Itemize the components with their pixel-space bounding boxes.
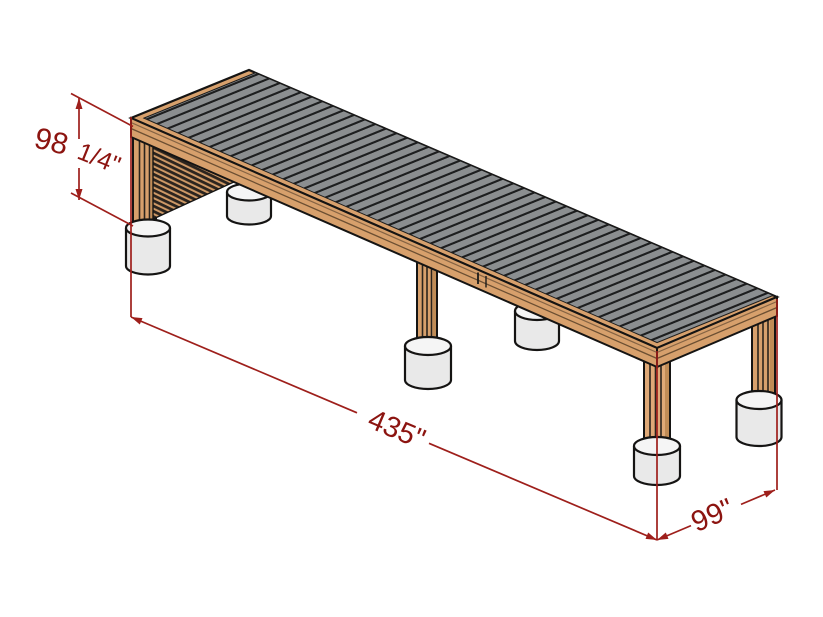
dimension-depth: [656, 489, 776, 541]
dimension-height: [70, 92, 134, 227]
dimension-length: [130, 316, 658, 541]
fascia-splice-seam: [477, 272, 487, 288]
dimension-annotations: [70, 92, 778, 541]
length-dimension-label: 435": [363, 404, 430, 456]
footing-front-middle: [403, 335, 453, 391]
footing-back-right: [735, 389, 783, 448]
roof-top-slats: [142, 72, 775, 344]
depth-dimension-label: 99": [687, 493, 739, 539]
roof-assembly: [128, 68, 780, 369]
height-dimension-label-main: 98: [31, 122, 71, 162]
height-dimension-label-fraction: 1/4": [74, 137, 125, 179]
footing-front-left: [124, 218, 172, 276]
